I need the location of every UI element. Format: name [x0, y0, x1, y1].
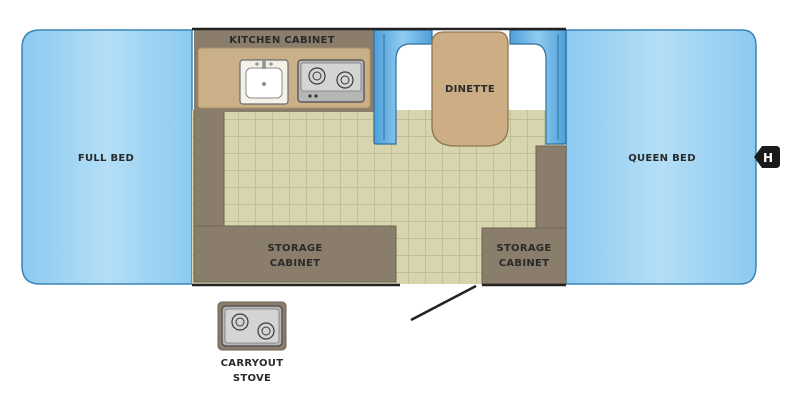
queen-bed-label: QUEEN BED	[628, 153, 696, 164]
right-side-cabinet	[535, 145, 567, 229]
carryout-stove-label-2: STOVE	[233, 373, 271, 384]
full-bed	[21, 29, 193, 285]
kitchen-cabinet-label: KITCHEN CABINET	[229, 35, 335, 46]
queen-bed	[565, 29, 757, 285]
carryout-stove-label-1: CARRYOUT	[221, 358, 284, 369]
entry-door	[410, 284, 477, 322]
hitch-icon: H	[754, 146, 780, 168]
storage-cabinet-right-label-2: CABINET	[499, 258, 550, 269]
dinette-label: DINETTE	[445, 84, 495, 95]
carryout-stove-icon	[217, 301, 287, 351]
storage-cabinet-left-label-2: CABINET	[270, 258, 321, 269]
dinette-table	[431, 31, 509, 147]
storage-cabinet-left-label-1: STORAGE	[267, 243, 322, 254]
full-bed-label: FULL BED	[78, 153, 134, 164]
dinette-seat-left	[373, 29, 433, 145]
sink-icon	[239, 59, 289, 105]
left-side-cabinet	[193, 109, 225, 227]
stove-icon	[297, 59, 365, 103]
storage-cabinet-right-label-1: STORAGE	[496, 243, 551, 254]
hitch-letter: H	[763, 151, 773, 165]
storage-cabinet-left	[193, 225, 397, 283]
dinette-seat-right	[509, 29, 567, 145]
storage-cabinet-right	[481, 227, 567, 285]
